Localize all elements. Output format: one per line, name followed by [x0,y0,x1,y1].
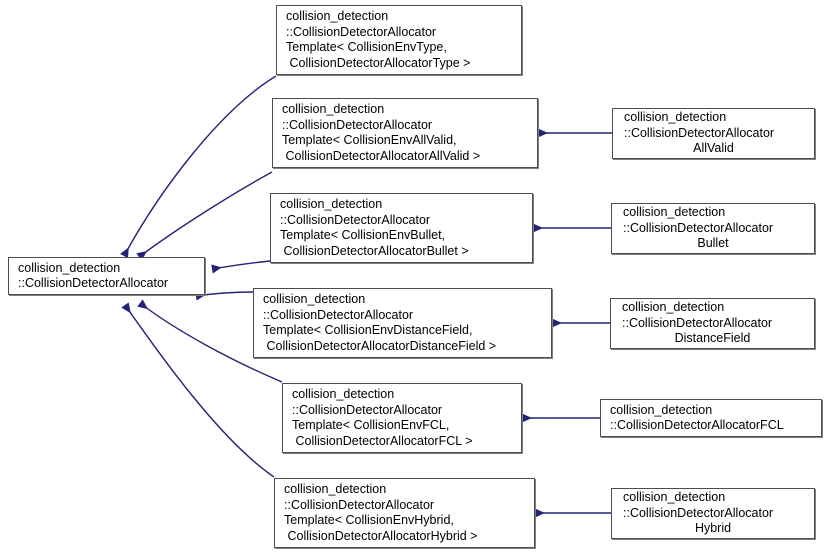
node-line: ::CollisionDetectorAllocator [286,24,437,39]
node-line: collision_detection [623,490,726,505]
node-line: collision_detection [263,292,366,306]
node-line: Template< CollisionEnvHybrid, [284,513,454,527]
node-line: CollisionDetectorAllocatorDistanceField … [263,338,497,353]
node-allocator-template-distancefield[interactable]: collision_detection ::CollisionDetectorA… [253,288,552,358]
node-line: collision_detection [622,300,725,315]
edge-bullet-to-base [211,260,271,274]
node-line: collision_detection [292,387,395,401]
node-allocator-template-hybrid[interactable]: collision_detection ::CollisionDetectorA… [274,478,535,548]
node-line: Bullet [697,236,729,251]
edge-type-to-base [120,75,277,259]
node-line: ::CollisionDetectorAllocatorFCL [610,418,784,432]
node-allocator-bullet[interactable]: collision_detection ::CollisionDetectorA… [611,203,815,254]
node-line: ::CollisionDetectorAllocator [18,276,169,290]
node-line: CollisionDetectorAllocatorHybrid > [284,528,478,543]
node-line: ::CollisionDetectorAllocator [622,315,773,330]
node-line: collision_detection [624,110,727,125]
node-line: CollisionDetectorAllocatorAllValid > [282,148,481,163]
node-allocator-distancefield[interactable]: collision_detection ::CollisionDetectorA… [610,298,815,349]
node-allocator-template-bullet[interactable]: collision_detection ::CollisionDetectorA… [270,193,533,263]
node-line: Template< CollisionEnvAllValid, [282,133,457,147]
node-allocator-hybrid[interactable]: collision_detection ::CollisionDetectorA… [611,488,815,539]
node-allocator-template-fcl[interactable]: collision_detection ::CollisionDetectorA… [282,383,522,453]
node-line: collision_detection [623,205,726,220]
node-line: CollisionDetectorAllocatorBullet > [280,243,469,258]
node-line: DistanceField [674,331,751,346]
node-allocator-template-allvalid[interactable]: collision_detection ::CollisionDetectorA… [272,98,538,168]
node-line: Template< CollisionEnvType, [286,40,447,54]
node-line: ::CollisionDetectorAllocator [623,505,774,520]
edge-hybrid-to-base [121,302,275,478]
node-allocator-fcl[interactable]: collision_detection ::CollisionDetectorA… [600,399,822,437]
node-line: collision_detection [610,402,713,417]
node-line: collision_detection [286,9,389,23]
node-line: collision_detection [18,260,121,275]
node-line: ::CollisionDetectorAllocator [623,220,774,235]
node-line: CollisionDetectorAllocatorType > [286,55,471,70]
node-line: Template< CollisionEnvDistanceField, [263,323,473,337]
node-allocator-template-type[interactable]: collision_detection ::CollisionDetectorA… [276,5,522,75]
edge-allvalid-to-base [136,171,273,261]
node-line: ::CollisionDetectorAllocator [282,117,433,132]
node-line: ::CollisionDetectorAllocator [292,402,443,417]
node-line: CollisionDetectorAllocatorFCL > [292,433,473,448]
node-line: Template< CollisionEnvFCL, [292,418,450,432]
node-line: ::CollisionDetectorAllocator [624,125,775,140]
node-allocator-allvalid[interactable]: collision_detection ::CollisionDetectorA… [612,108,815,159]
node-line: collision_detection [282,102,385,116]
node-line: collision_detection [284,482,387,496]
node-line: ::CollisionDetectorAllocator [263,307,414,322]
node-collision-detector-allocator[interactable]: collision_detection ::CollisionDetectorA… [8,257,205,295]
node-line: collision_detection [280,197,383,211]
node-line: ::CollisionDetectorAllocator [280,212,431,227]
node-line: Template< CollisionEnvBullet, [280,228,446,242]
node-line: AllValid [693,141,734,156]
node-line: Hybrid [694,521,732,536]
node-line: ::CollisionDetectorAllocator [284,497,435,512]
